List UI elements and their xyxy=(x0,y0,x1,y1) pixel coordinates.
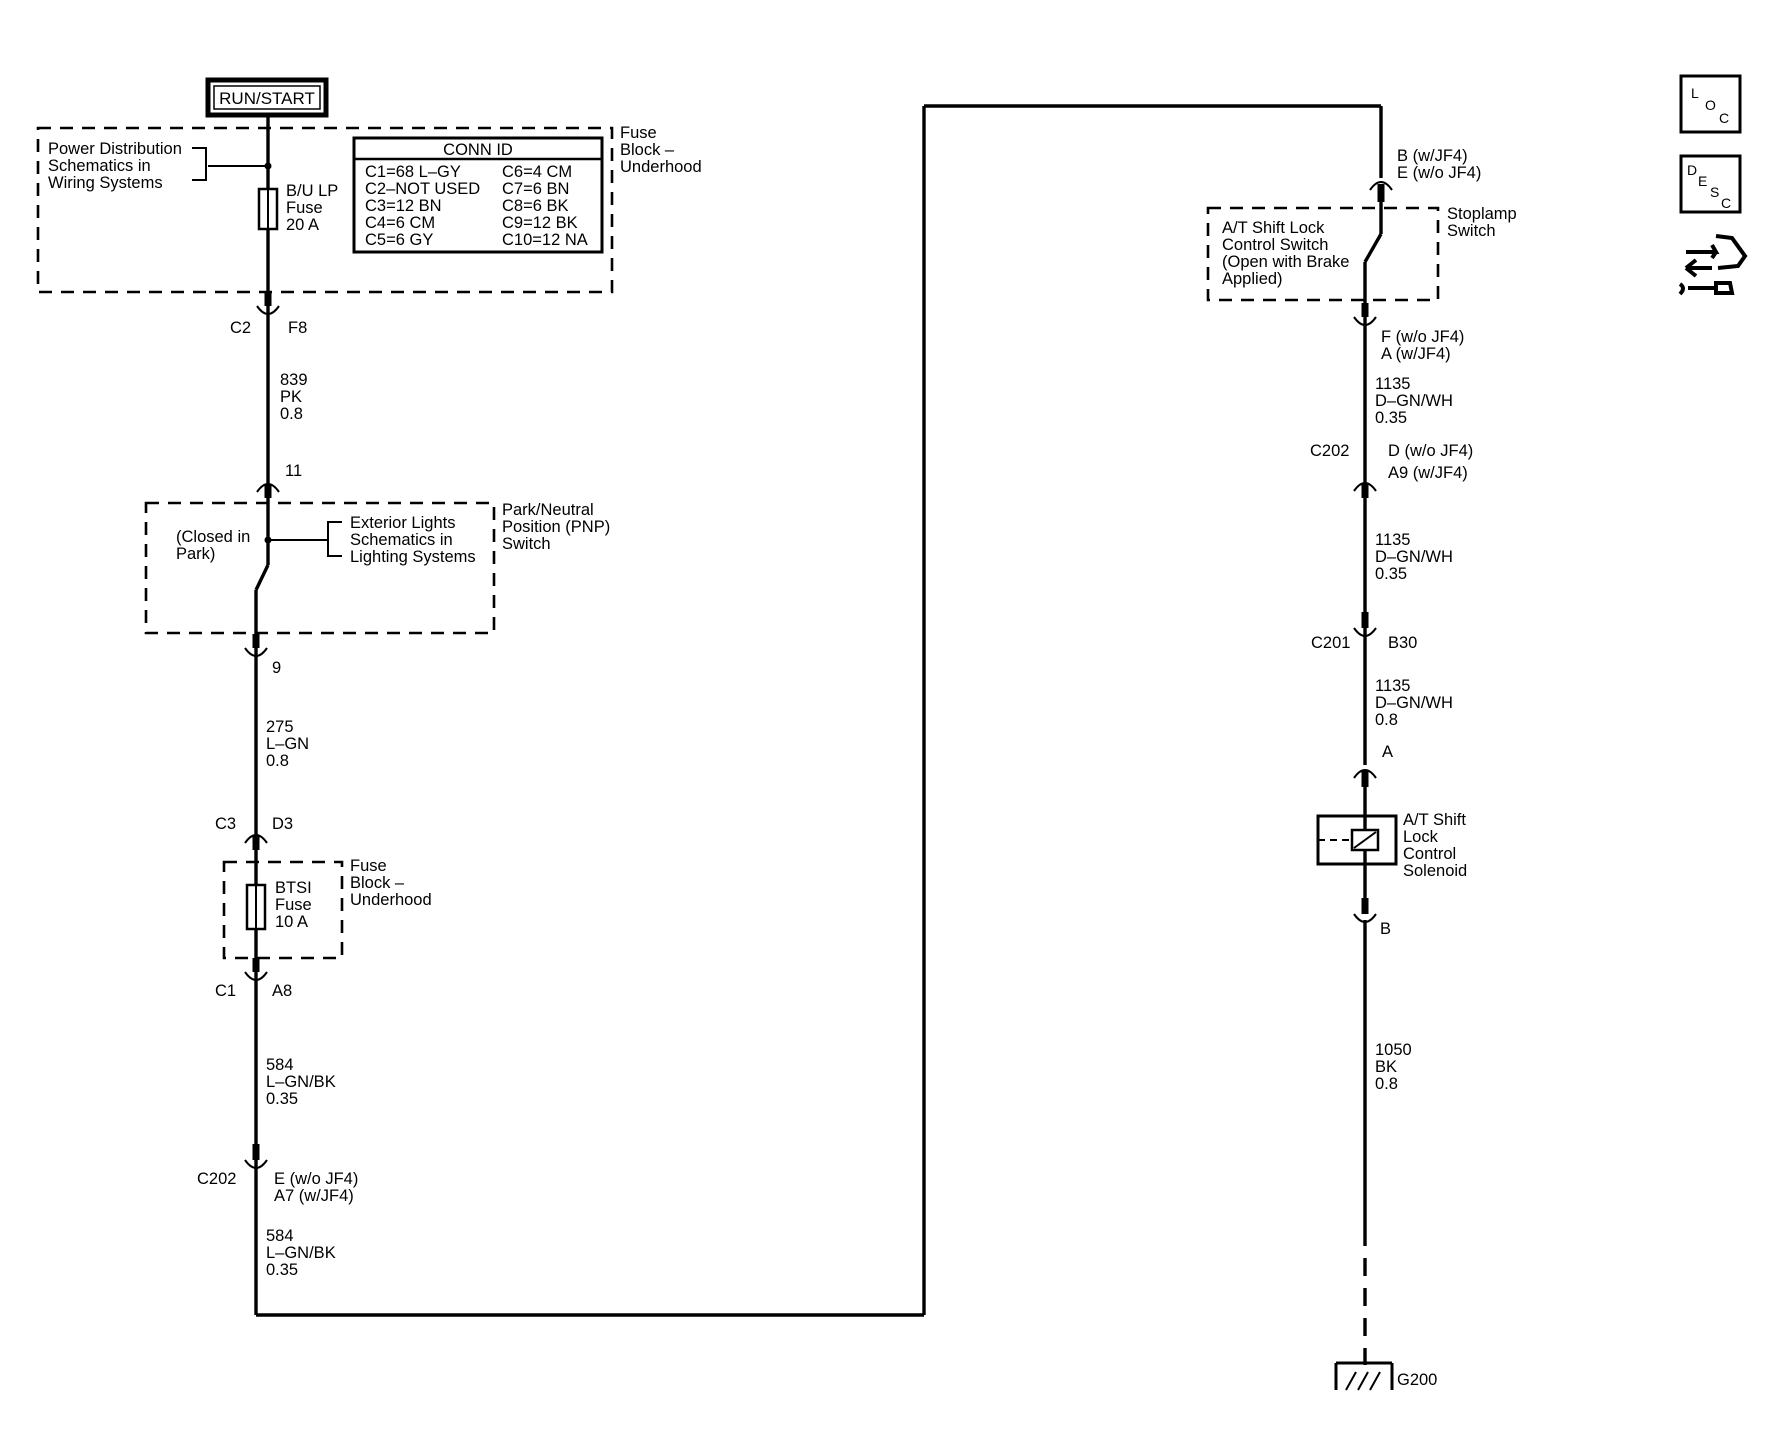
shift-lock-switch-label: A/T Shift Lock Control Switch (Open with… xyxy=(1222,219,1354,288)
svg-text:C: C xyxy=(1721,195,1731,211)
pin-9-label: 9 xyxy=(272,659,281,677)
pin-a-label: A xyxy=(1382,743,1393,761)
solenoid-pin-b xyxy=(1353,898,1377,923)
connector-c1-label: C1 xyxy=(215,982,236,1000)
conn-id-title: CONN ID xyxy=(443,141,513,159)
c202-left-pins: E (w/o JF4) A7 (w/JF4) xyxy=(274,1170,363,1205)
shift-lock-switch-box xyxy=(1206,206,1440,302)
pnp-switch-box xyxy=(144,501,496,635)
wire-1135-a-label: 1135 D–GN/WH 0.35 xyxy=(1375,375,1458,427)
connector-c201-label: C201 xyxy=(1311,634,1350,652)
connector-c3-d3 xyxy=(244,834,268,850)
connector-c202-right-label: C202 xyxy=(1310,442,1349,460)
btsi-fuse-label: BTSI Fuse 10 A xyxy=(275,879,316,931)
wire-1135-b-label: 1135 D–GN/WH 0.35 xyxy=(1375,531,1458,583)
conn-id-table: CONN ID C1=68 L–GY C2–NOT USED C3=12 BN … xyxy=(352,136,604,254)
pnp-switch-label: Park/Neutral Position (PNP) Switch xyxy=(502,501,615,553)
connector-c202-right xyxy=(1353,482,1377,498)
power-distribution-bracket xyxy=(192,147,207,181)
switch-top-pin xyxy=(1369,181,1393,202)
switch-bottom-pins: F (w/o JF4) A (w/JF4) xyxy=(1381,328,1469,363)
connector-b30-label: B30 xyxy=(1388,634,1417,652)
desc-icon[interactable]: D E S C xyxy=(1679,154,1742,214)
wire-584-a-label: 584 L–GN/BK 0.35 xyxy=(266,1056,340,1108)
ground-g200-symbol xyxy=(1334,1361,1394,1391)
pnp-pin-11 xyxy=(256,483,280,498)
fuse-block-underhood-top xyxy=(36,126,614,294)
conn-id-col1: C1=68 L–GY C2–NOT USED C3=12 BN C4=6 CM … xyxy=(365,163,485,249)
pin-b-label: B xyxy=(1380,920,1391,938)
solenoid-label: A/T Shift Lock Control Solenoid xyxy=(1403,811,1471,880)
connector-c202-left-label: C202 xyxy=(197,1170,236,1188)
wire-584-b-label: 584 L–GN/BK 0.35 xyxy=(266,1227,340,1279)
bu-lp-fuse-label: B/U LP Fuse 20 A xyxy=(286,182,343,234)
svg-text:D: D xyxy=(1687,162,1697,178)
svg-text:C: C xyxy=(1719,110,1729,126)
solenoid-pin-a xyxy=(1353,769,1377,787)
c202-right-pins: D (w/o JF4) A9 (w/JF4) xyxy=(1388,442,1478,482)
shift-lock-solenoid xyxy=(1316,787,1398,900)
pnp-pin-9 xyxy=(244,634,268,657)
power-distribution-ref: Power Distribution Schematics in Wiring … xyxy=(48,140,186,192)
run-start-label-box: RUN/START xyxy=(205,77,329,118)
exterior-lights-bracket xyxy=(327,521,342,557)
connector-d3-label: D3 xyxy=(272,815,293,833)
svg-text:E: E xyxy=(1698,173,1707,189)
pin-11-label: 11 xyxy=(285,462,302,480)
connector-a8-label: A8 xyxy=(272,982,292,1000)
connector-c201 xyxy=(1353,612,1377,637)
stoplamp-switch-label: Stoplamp Switch xyxy=(1447,205,1521,240)
svg-text:S: S xyxy=(1710,184,1719,200)
ground-g200-label: G200 xyxy=(1397,1371,1437,1389)
run-start-label: RUN/START xyxy=(219,89,315,108)
connector-c1-a8 xyxy=(244,958,268,981)
fuse-block-lower-label: Fuse Block – Underhood xyxy=(350,857,432,909)
wire-pnp-arm xyxy=(254,564,270,591)
connector-c3-label: C3 xyxy=(215,815,236,833)
svg-text:L: L xyxy=(1691,85,1699,101)
circuit-operation-icon[interactable] xyxy=(1678,234,1748,296)
conn-id-col2: C6=4 CM C7=6 BN C8=6 BK C9=12 BK C10=12 … xyxy=(502,163,588,249)
exterior-lights-ref: Exterior Lights Schematics in Lighting S… xyxy=(350,514,476,566)
wire-839-label: 839 PK 0.8 xyxy=(280,371,312,423)
wire-1135-c-label: 1135 D–GN/WH 0.8 xyxy=(1375,677,1458,729)
wire-275-label: 275 L–GN 0.8 xyxy=(266,718,314,770)
connector-c202-left xyxy=(244,1144,268,1169)
pnp-closed-in-park: (Closed in Park) xyxy=(176,528,255,563)
svg-text:O: O xyxy=(1705,97,1716,113)
wire-1050-label: 1050 BK 0.8 xyxy=(1375,1041,1416,1093)
connector-c2-label: C2 xyxy=(230,319,251,337)
connector-c2-f8 xyxy=(256,293,280,315)
btsi-fuse-block-box xyxy=(222,860,344,960)
fuse-block-top-label: Fuse Block – Underhood xyxy=(620,124,702,176)
connector-f8-label: F8 xyxy=(288,319,307,337)
loc-icon[interactable]: L O C xyxy=(1679,74,1742,134)
switch-top-pins: B (w/JF4) E (w/o JF4) xyxy=(1397,147,1481,182)
